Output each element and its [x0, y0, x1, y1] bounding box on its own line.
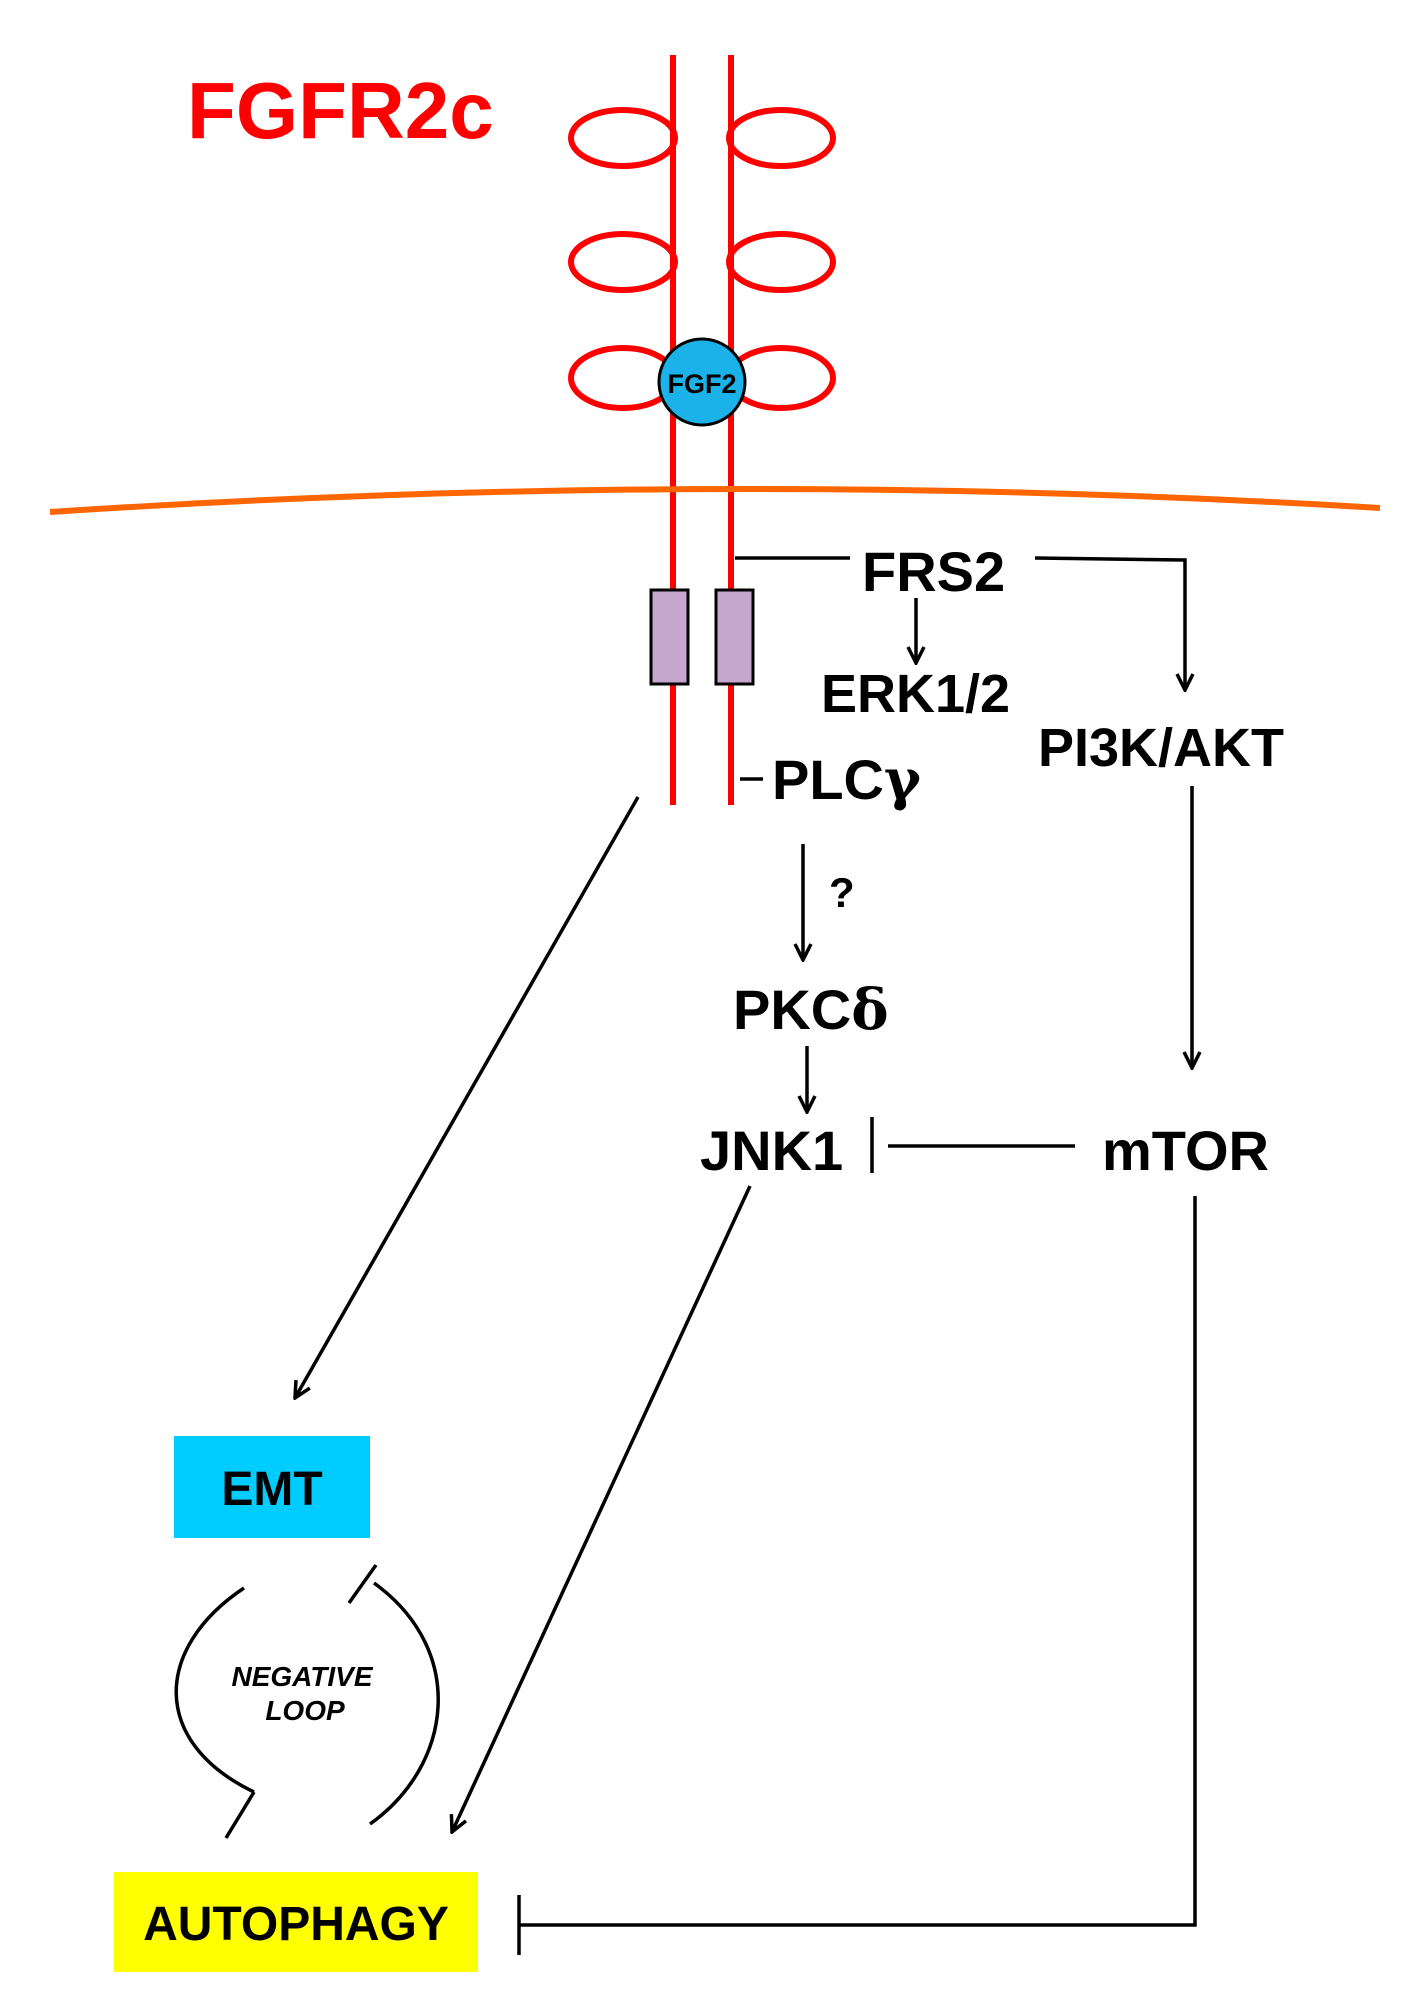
ligand-label: FGF2	[667, 369, 736, 399]
erk-label: ERK1/2	[821, 664, 1010, 724]
loop-left-arc	[174, 1586, 255, 1794]
receptor-title: FGFR2c	[187, 66, 494, 155]
loop-right-bar	[347, 1563, 378, 1605]
jnk-autophagy-arrow	[452, 1185, 752, 1832]
loop-left-bar	[224, 1791, 256, 1839]
loop-right-arc	[368, 1581, 440, 1826]
negative-loop-line2: LOOP	[265, 1695, 345, 1726]
frs2-pi3k-arrow	[1034, 556, 1185, 690]
pkc-delta-label: PKCδ	[733, 977, 889, 1043]
negative-loop	[174, 1563, 440, 1839]
kinase-domains	[649, 588, 755, 686]
receptor-ig-loops	[568, 107, 836, 411]
plc-gamma-label: PLCγ	[772, 747, 922, 813]
receptor-stalks	[670, 55, 734, 805]
emt-box: EMT	[174, 1436, 370, 1538]
receptor-emt-arrow	[295, 796, 640, 1398]
fgf2-ligand: FGF2	[657, 337, 747, 427]
pkc-delta-symbol: δ	[851, 977, 888, 1043]
emt-label: EMT	[221, 1463, 322, 1516]
plc-gamma-symbol: γ	[884, 747, 922, 813]
cell-membrane	[49, 485, 1381, 515]
mtor-label: mTOR	[1102, 1119, 1269, 1182]
autophagy-label: AUTOPHAGY	[143, 1898, 449, 1951]
uncertain-link-mark: ?	[829, 869, 855, 916]
mtor-autophagy-inhibition	[519, 1196, 1197, 1927]
pkc-text: PKC	[733, 978, 851, 1041]
autophagy-box: AUTOPHAGY	[114, 1872, 478, 1972]
frs2-label: FRS2	[862, 540, 1005, 603]
pi3k-akt-label: PI3K/AKT	[1038, 718, 1284, 778]
jnk1-label: JNK1	[700, 1119, 843, 1182]
negative-loop-line1: NEGATIVE	[231, 1661, 373, 1692]
connections	[295, 556, 1197, 1955]
plc-text: PLC	[772, 748, 884, 811]
